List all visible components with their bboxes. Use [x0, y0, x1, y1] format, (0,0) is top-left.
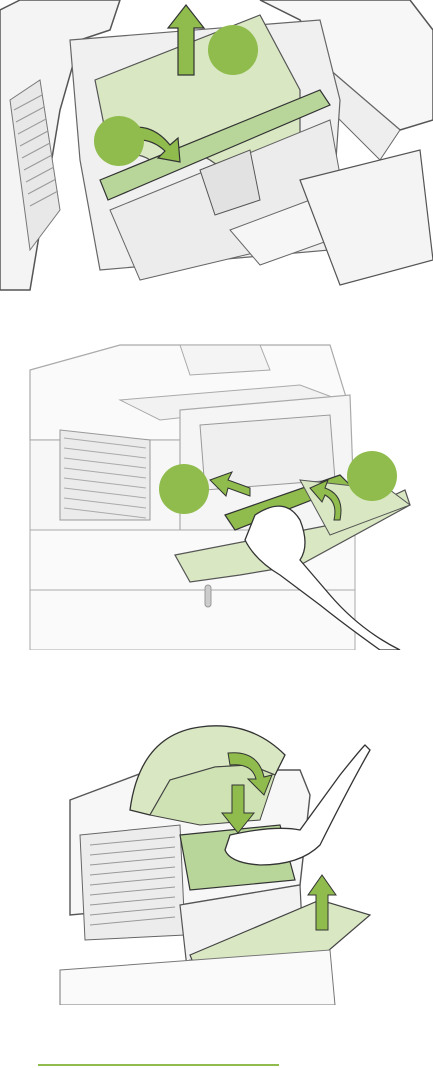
illustration-close-top-cover — [0, 705, 433, 1005]
step-callout-icon — [347, 451, 397, 501]
step-callout-icon — [159, 464, 209, 514]
step-callout-icon — [208, 25, 258, 75]
footer-divider — [38, 1064, 279, 1066]
illustration-remove-jammed-paper — [0, 0, 433, 292]
illustration-reinsert-paper-guide — [0, 330, 433, 650]
step-callout-icon — [94, 116, 144, 166]
